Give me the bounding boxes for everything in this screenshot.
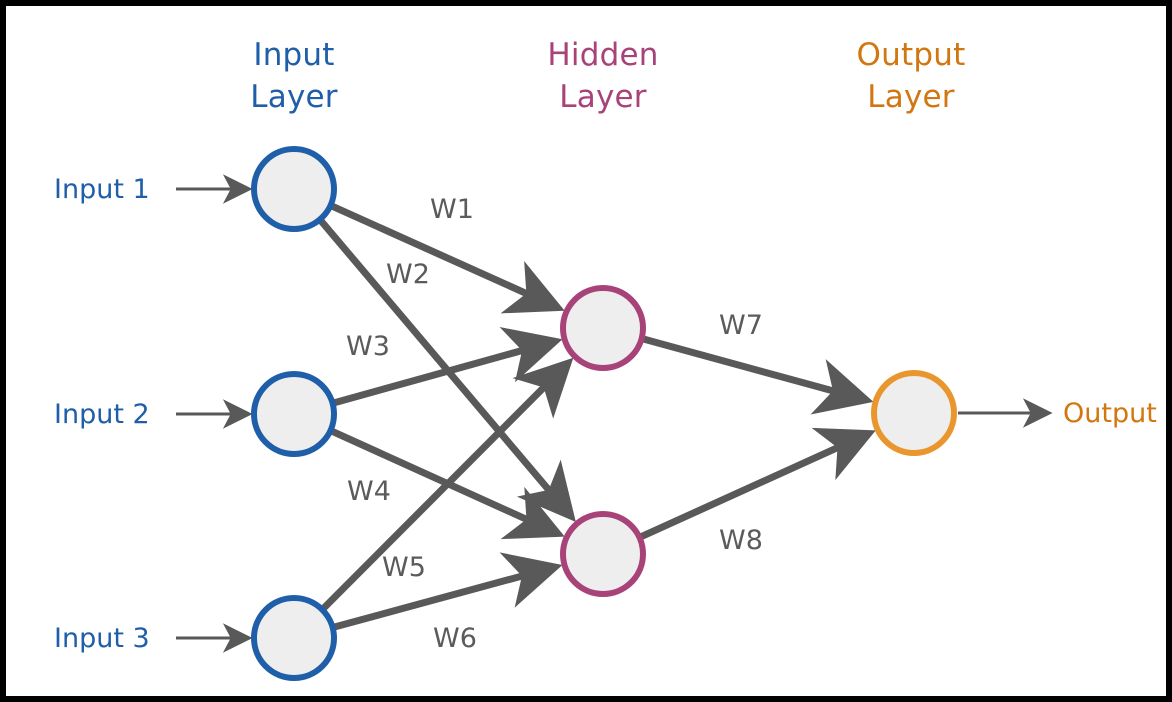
- input-label-1: Input 1: [54, 174, 150, 205]
- network-graphic: [176, 146, 1053, 681]
- weight-label-w5: W5: [382, 552, 426, 583]
- weight-edge-group: [317, 202, 876, 631]
- hidden-node-2[interactable]: [560, 511, 646, 597]
- weight-edge-w1: [329, 202, 565, 314]
- weight-edge-w8: [638, 427, 876, 541]
- output-label: Output: [1063, 398, 1157, 429]
- input-node-2[interactable]: [251, 371, 337, 457]
- weight-edge-w7: [641, 335, 874, 415]
- layer-title-hidden: Hidden Layer: [547, 37, 659, 115]
- input-node-3[interactable]: [251, 595, 337, 681]
- weight-label-w2: W2: [386, 259, 430, 290]
- input-node-1[interactable]: [251, 146, 337, 232]
- weight-label-w4: W4: [347, 476, 391, 507]
- weight-edge-w5: [320, 357, 574, 612]
- weight-label-w6: W6: [433, 623, 477, 654]
- weight-edge-w6: [332, 552, 563, 631]
- weight-label-w7: W7: [719, 310, 763, 341]
- io-edge-group: [176, 174, 1053, 653]
- layer-title-output: Output Layer: [856, 37, 966, 115]
- output-node-1[interactable]: [871, 370, 957, 456]
- weight-label-w1: W1: [430, 194, 474, 225]
- input-label-3: Input 3: [54, 623, 150, 654]
- weight-label-w3: W3: [346, 331, 390, 362]
- input-label-2: Input 2: [54, 399, 150, 430]
- layer-title-input: Input Layer: [250, 37, 338, 115]
- hidden-node-1[interactable]: [560, 285, 646, 371]
- node-group: [251, 146, 957, 681]
- weight-label-w8: W8: [719, 525, 763, 556]
- weight-edge-w3: [332, 327, 563, 407]
